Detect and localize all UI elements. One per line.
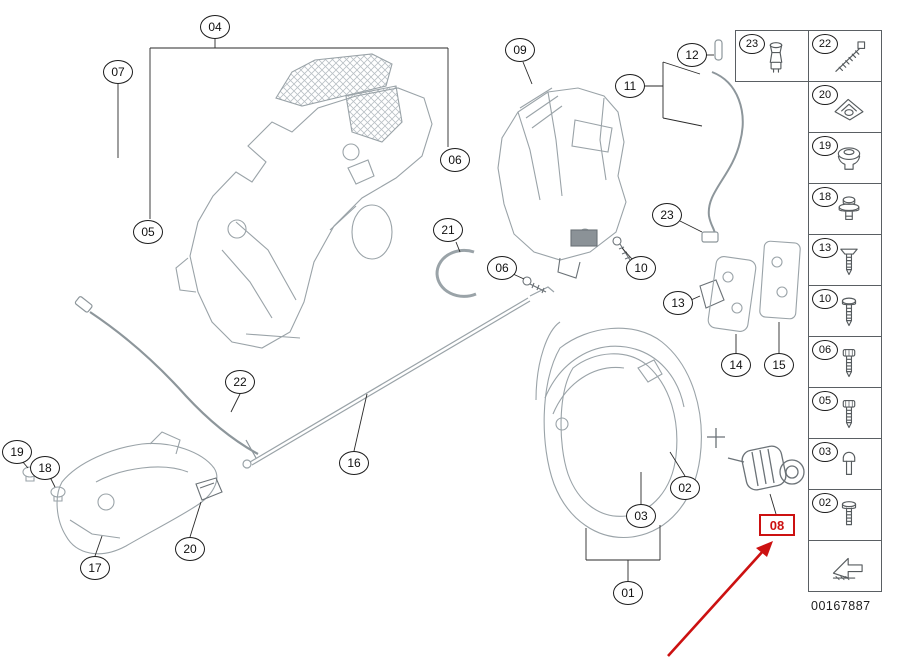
part-number-badge: 02 <box>812 493 838 513</box>
rod-drawing <box>242 286 555 469</box>
flat-screw-icon <box>840 248 858 276</box>
part-number-badge: 10 <box>812 289 838 309</box>
callout-06[interactable]: 06 <box>440 148 470 172</box>
gasket-ring-drawing <box>435 248 477 298</box>
callout-10[interactable]: 10 <box>626 256 656 280</box>
part-number-badge: 06 <box>812 340 838 360</box>
exterior-handle-drawing <box>535 321 702 539</box>
wire-drawing <box>701 39 744 243</box>
callout-04[interactable]: 04 <box>200 15 230 39</box>
part-number-badge: 22 <box>812 34 838 54</box>
pan-screw-icon <box>841 297 857 327</box>
callout-14[interactable]: 14 <box>721 353 751 377</box>
ball-pin-icon <box>842 451 856 476</box>
callout-17[interactable]: 17 <box>80 556 110 580</box>
plastic-nut-icon <box>838 196 860 221</box>
part-number-badge: 18 <box>812 187 838 207</box>
bolt-icon <box>841 501 857 526</box>
torx-screw-icon <box>842 399 856 429</box>
sidebar-cell-20[interactable]: 20 <box>808 81 882 133</box>
sidebar-cell-13[interactable]: 13 <box>808 234 882 286</box>
callout-03[interactable]: 03 <box>626 504 656 528</box>
torx-screw-icon <box>842 348 856 378</box>
part-number-badge: 05 <box>812 391 838 411</box>
part-number-badge: 20 <box>812 85 838 105</box>
lock-cylinder-drawing <box>707 428 805 491</box>
sidebar-cell-02[interactable]: 02 <box>808 489 882 541</box>
sidebar-cell-18[interactable]: 18 <box>808 183 882 235</box>
sidebar-cell-06[interactable]: 06 <box>808 336 882 388</box>
callout-19[interactable]: 19 <box>2 440 32 464</box>
callout-06[interactable]: 06 <box>487 256 517 280</box>
callout-23[interactable]: 23 <box>652 203 682 227</box>
callout-05[interactable]: 05 <box>133 220 163 244</box>
callout-13[interactable]: 13 <box>663 291 693 315</box>
callout-22[interactable]: 22 <box>225 370 255 394</box>
part-number-badge: 03 <box>812 442 838 462</box>
part-number-badge: 23 <box>739 34 765 54</box>
callout-08-highlighted[interactable]: 08 <box>759 514 795 536</box>
striker-plate-drawing <box>699 240 801 332</box>
diagram-id-label: 00167887 <box>811 599 871 613</box>
sensor-plug-icon <box>769 42 783 73</box>
callout-21[interactable]: 21 <box>433 218 463 242</box>
callout-02[interactable]: 02 <box>670 476 700 500</box>
sidebar-footer-cell <box>808 540 882 592</box>
small-screws-drawing <box>522 236 631 294</box>
callout-16[interactable]: 16 <box>339 451 369 475</box>
carrier-assembly-drawing <box>175 53 433 349</box>
interior-handle-drawing <box>22 431 223 555</box>
part-number-badge: 19 <box>812 136 838 156</box>
grommet-icon <box>837 147 861 170</box>
callout-18[interactable]: 18 <box>30 456 60 480</box>
sidebar-cell-03[interactable]: 03 <box>808 438 882 490</box>
cable-drawing <box>74 296 259 459</box>
sidebar-cell-19[interactable]: 19 <box>808 132 882 184</box>
leader-lines <box>21 39 780 581</box>
callout-01[interactable]: 01 <box>613 581 643 605</box>
callout-20[interactable]: 20 <box>175 537 205 561</box>
part-number-badge: 13 <box>812 238 838 258</box>
callout-11[interactable]: 11 <box>615 74 645 98</box>
callout-07[interactable]: 07 <box>103 60 133 84</box>
highlight-arrow <box>667 541 773 657</box>
sidebar-cell-23[interactable]: 23 <box>735 30 809 82</box>
sidebar-cell-05[interactable]: 05 <box>808 387 882 439</box>
callout-09[interactable]: 09 <box>505 38 535 62</box>
cable-strap-icon <box>835 41 866 72</box>
callout-15[interactable]: 15 <box>764 353 794 377</box>
callout-12[interactable]: 12 <box>677 43 707 67</box>
front-direction-arrow-icon <box>832 557 863 581</box>
sidebar-cell-10[interactable]: 10 <box>808 285 882 337</box>
door-lock-drawing <box>497 87 627 279</box>
spring-clip-icon <box>834 98 864 121</box>
sidebar-cell-22[interactable]: 22 <box>808 30 882 82</box>
